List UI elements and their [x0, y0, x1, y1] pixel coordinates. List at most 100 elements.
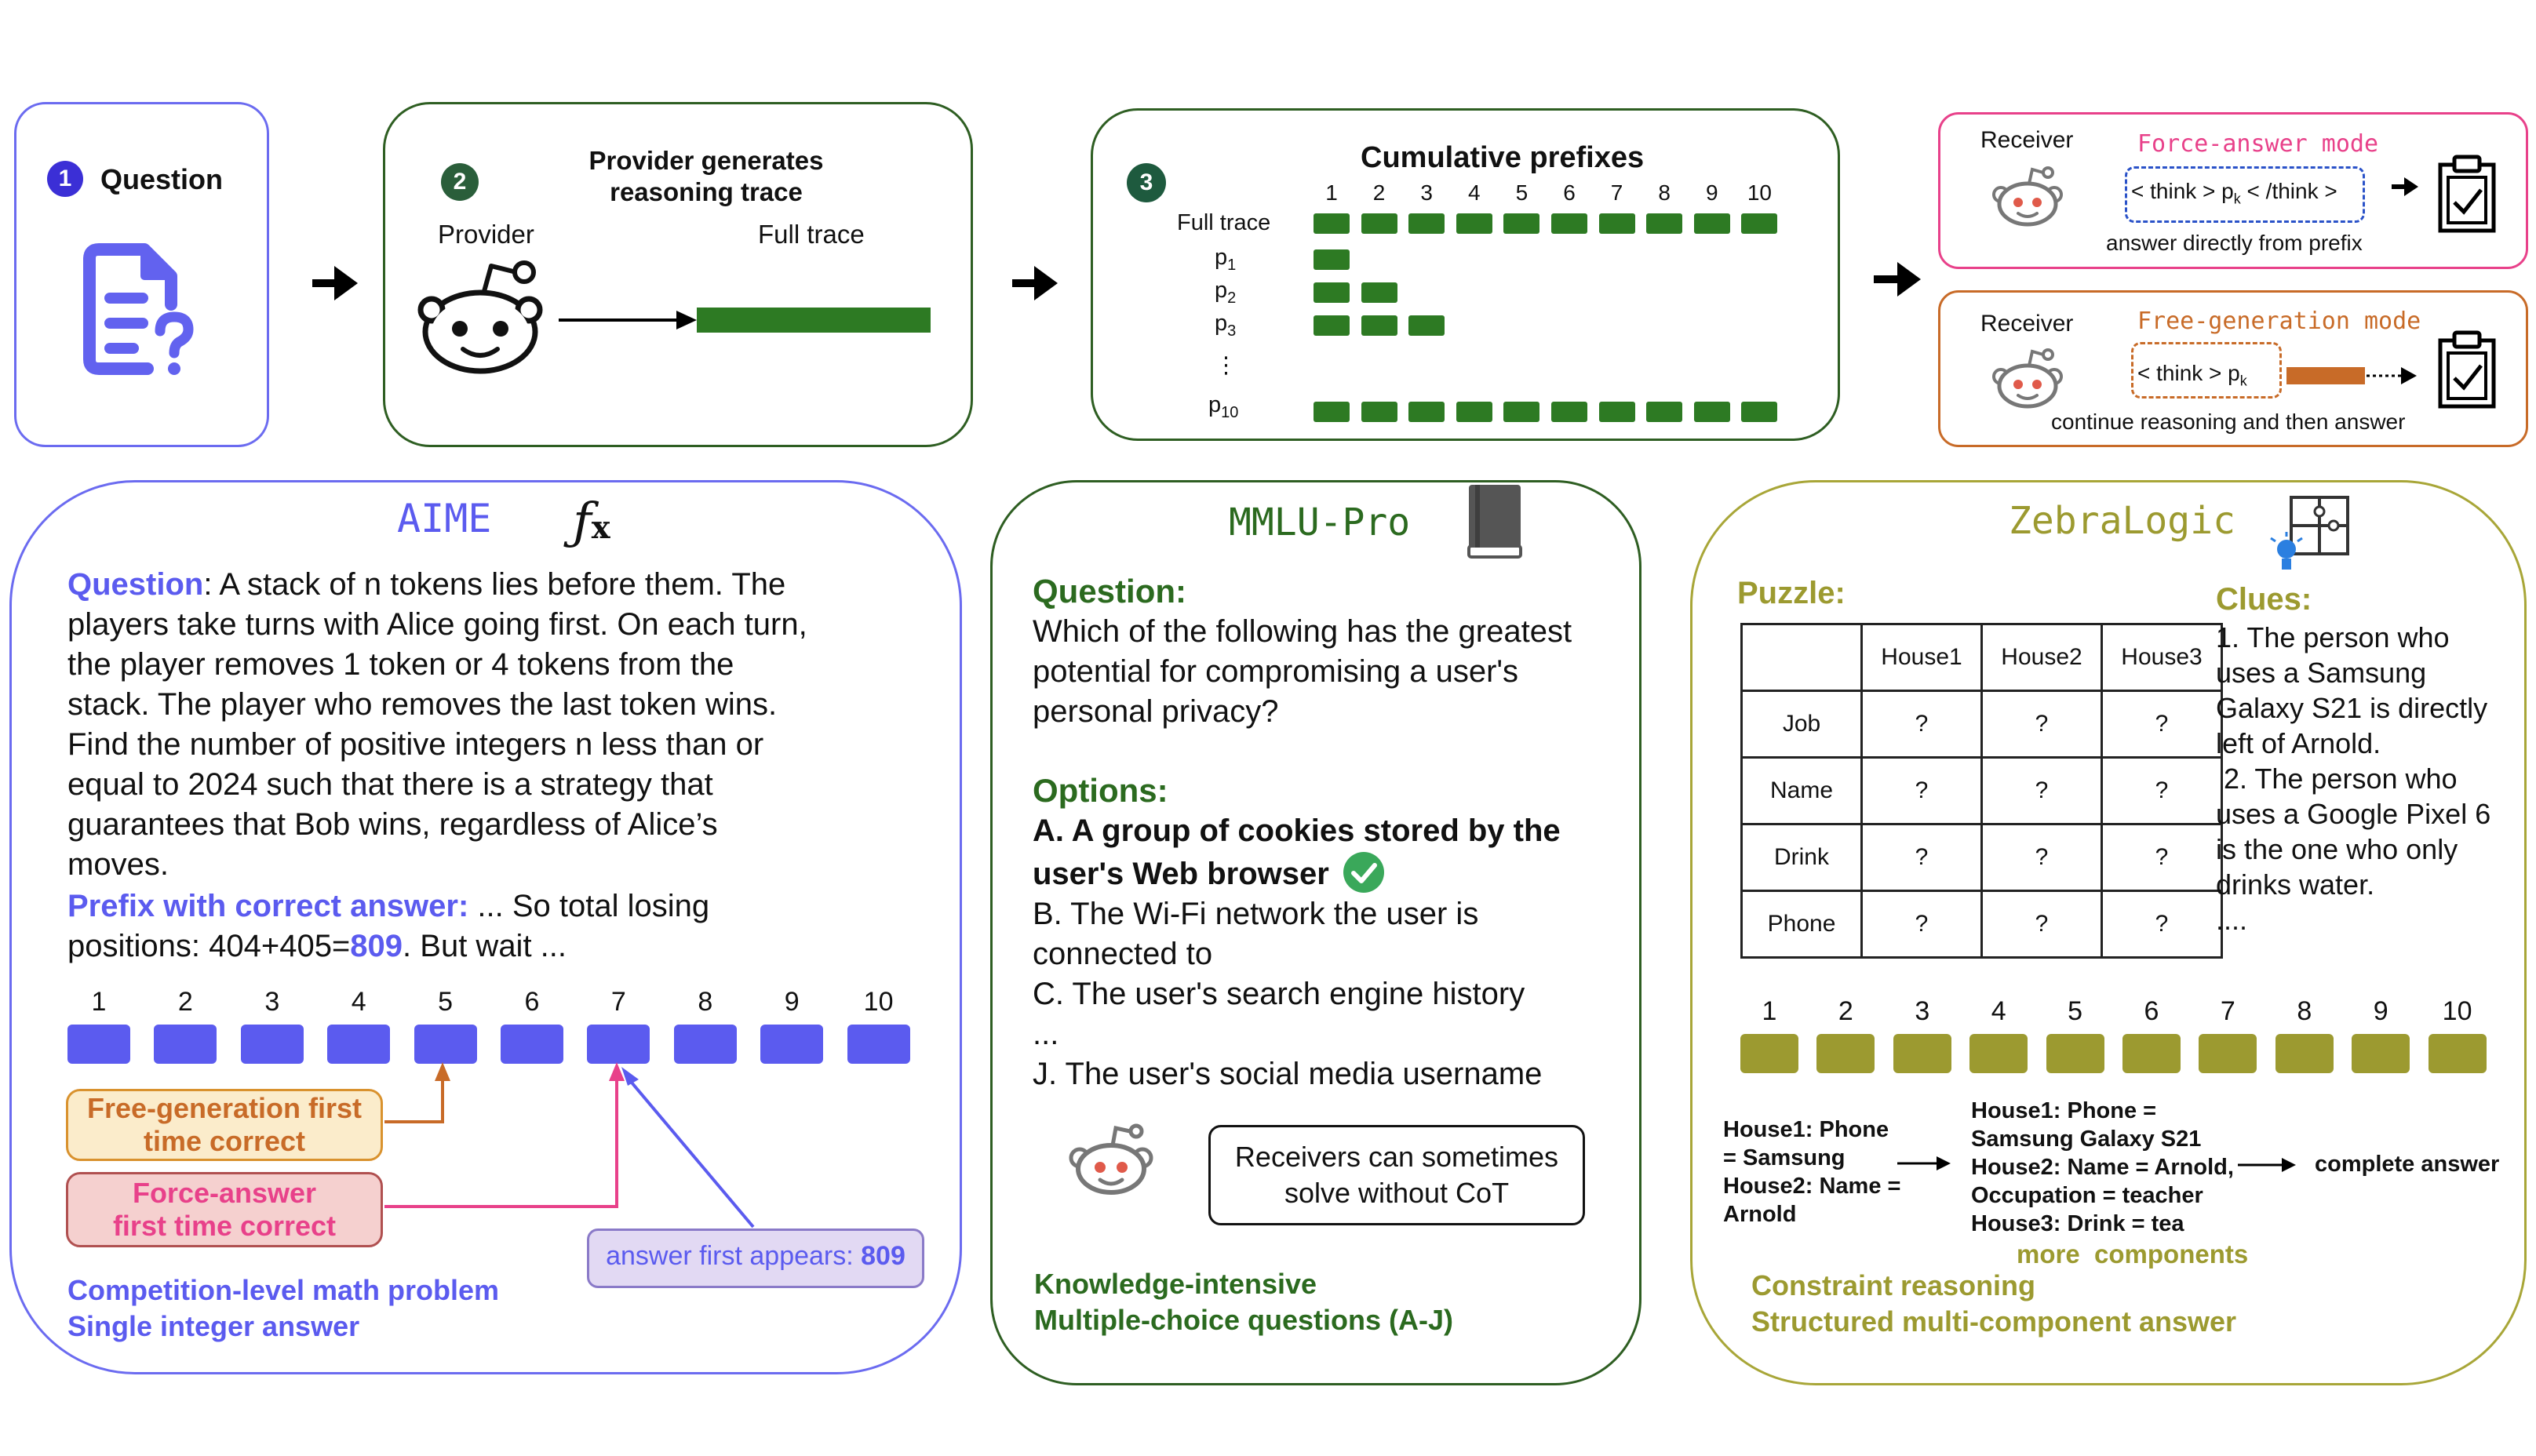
zebra-clue-line-1: uses a Samsung	[2216, 657, 2427, 689]
row-p3-main: p	[1215, 311, 1228, 336]
prefix-segment	[1503, 213, 1540, 234]
aime-prefix-answer: 809	[350, 929, 403, 963]
prefix-segment	[1551, 402, 1587, 422]
prefix-segment	[1456, 213, 1492, 234]
prefix-segment	[1598, 402, 1635, 422]
aime-step-number: 3	[264, 987, 280, 1017]
book-icon	[1467, 485, 1522, 559]
free-to-check-arrow	[2367, 367, 2417, 384]
aime-question-label: Question	[67, 567, 204, 602]
prefix-column-number: 6	[1563, 180, 1576, 205]
prefix-segment	[1361, 213, 1397, 234]
free-receiver-icon	[1992, 348, 2063, 409]
aime-step-block	[847, 1025, 910, 1064]
mmlu-question: Which of the following has the greatest …	[1033, 612, 1572, 732]
mmlu-options: A. A group of cookies stored by the user…	[1033, 811, 1561, 1094]
mmlu-question-line-2: personal privacy?	[1033, 694, 1279, 729]
zebra-partial1-line-1: = Samsung	[1723, 1145, 1846, 1170]
mmlu-note-line2: solve without CoT	[1284, 1177, 1510, 1209]
prefix-column-number: 8	[1658, 180, 1671, 205]
zebra-title: ZebraLogic	[2009, 499, 2235, 543]
aime-step-number: 1	[91, 987, 107, 1017]
zebra-cell: ?	[2101, 823, 2223, 892]
zebra-step-number: 4	[1991, 996, 2006, 1026]
prefix-segment	[1361, 282, 1397, 303]
aime-step-block	[673, 1025, 737, 1064]
correct-check-icon	[1343, 852, 1384, 893]
row-p10-label: p10	[1208, 392, 1238, 422]
zebra-cell: ?	[2101, 756, 2223, 825]
aime-panel	[9, 480, 962, 1374]
prefix-segment	[1693, 213, 1730, 234]
zebra-table-row: Name ? ? ?	[1740, 756, 2223, 825]
zebra-cell: ?	[1860, 756, 1983, 825]
zebra-step-number: 7	[2220, 996, 2235, 1026]
force-tag-close: < /think >	[2240, 179, 2337, 203]
free-think-tag	[2131, 342, 2282, 399]
prefix-segment	[1314, 315, 1350, 336]
zebra-step-number: 1	[1762, 996, 1777, 1026]
aime-prefix-line-1: Prefix with correct answer: ... So total…	[67, 886, 807, 926]
zebra-cell: ?	[1980, 890, 2103, 959]
aime-step-block	[414, 1025, 477, 1064]
prefix-segment	[1456, 402, 1492, 422]
zebra-step-number: 5	[2068, 996, 2083, 1026]
zebra-clues: 1. The person who uses a Samsung Galaxy …	[2216, 620, 2490, 937]
zebra-table-row: Drink ? ? ?	[1740, 823, 2223, 892]
question-step-label: Question	[100, 163, 224, 195]
zebra-partial2-line-1: Samsung Galaxy S21	[1971, 1127, 2202, 1152]
mmlu-footer-line2: Multiple-choice questions (A-J)	[1034, 1304, 1454, 1336]
prefix-segment	[1314, 213, 1350, 234]
zebra-clue-line-3: left of Arnold.	[2216, 727, 2381, 759]
zebra-cell: ?	[1980, 823, 2103, 892]
prefix-segment	[1503, 402, 1540, 422]
aime-question-line-3: stack. The player who removes the last t…	[67, 687, 778, 722]
aime-prefix-text2b: . But wait ...	[403, 929, 567, 963]
zebra-header-cell: House2	[1980, 623, 2103, 692]
free-note-line2: time correct	[143, 1125, 306, 1157]
zebra-clue-line-4: 2. The person who	[2216, 763, 2458, 795]
force-answer-note	[66, 1172, 383, 1247]
zebra-clue-line-0: 1. The person who	[2216, 621, 2450, 653]
prefix-segment	[1314, 249, 1350, 270]
zebra-table-row: Phone ? ? ?	[1740, 890, 2223, 959]
zebra-step-block	[1816, 1034, 1875, 1073]
step-1-badge: 1	[47, 161, 83, 197]
zebra-cell: ?	[2101, 690, 2223, 759]
aime-question-line-2: the player removes 1 token or 4 tokens f…	[67, 647, 734, 682]
provider-to-trace-arrow	[559, 311, 697, 329]
prefix-segment	[1408, 402, 1445, 422]
row-p1-label: p1	[1215, 245, 1236, 275]
prefix-column-number: 2	[1372, 180, 1386, 205]
prefix-column-number: 7	[1610, 180, 1623, 205]
zebra-table-row: Job ? ? ?	[1740, 690, 2223, 759]
zebra-partial2-line-2: House2: Name = Arnold,	[1971, 1155, 2234, 1180]
free-checklist-icon	[2438, 330, 2496, 409]
zebra-step-block	[1893, 1034, 1951, 1073]
mmlu-note-box	[1208, 1125, 1585, 1225]
aime-step-block	[67, 1025, 130, 1064]
row-p1-sub: 1	[1227, 256, 1237, 274]
zebra-row-label: Phone	[1740, 890, 1863, 959]
free-generation-box	[1938, 290, 2528, 447]
zebra-step-block	[1969, 1034, 2028, 1073]
mmlu-question-label: Question:	[1033, 573, 1186, 610]
prefix-segment	[1646, 402, 1683, 422]
zebra-cell: ?	[1980, 690, 2103, 759]
free-generation-note	[66, 1089, 383, 1161]
aime-step-number: 8	[698, 987, 713, 1017]
zebra-clue-line-7: drinks water.	[2216, 868, 2375, 901]
force-mode-label: Force-answer mode	[2137, 130, 2379, 158]
prefix-segment	[1646, 213, 1683, 234]
zebra-partial-2: House1: Phone = Samsung Galaxy S21 House…	[1971, 1097, 2234, 1238]
aime-step-number: 10	[863, 987, 894, 1017]
force-receiver-icon	[1992, 166, 2063, 227]
row-full-trace-label: Full trace	[1177, 210, 1271, 235]
aime-question-line-5: equal to 2024 such that there is a strat…	[67, 767, 713, 802]
zebra-partial1-line-2: House2: Name =	[1723, 1174, 1901, 1199]
arrow-step3-to-receivers	[1874, 262, 1921, 297]
force-tag-sub: k	[2233, 191, 2241, 207]
function-icon: ƒx	[573, 493, 610, 551]
provider-step-box	[383, 102, 973, 447]
answer-appears-note	[587, 1228, 924, 1288]
